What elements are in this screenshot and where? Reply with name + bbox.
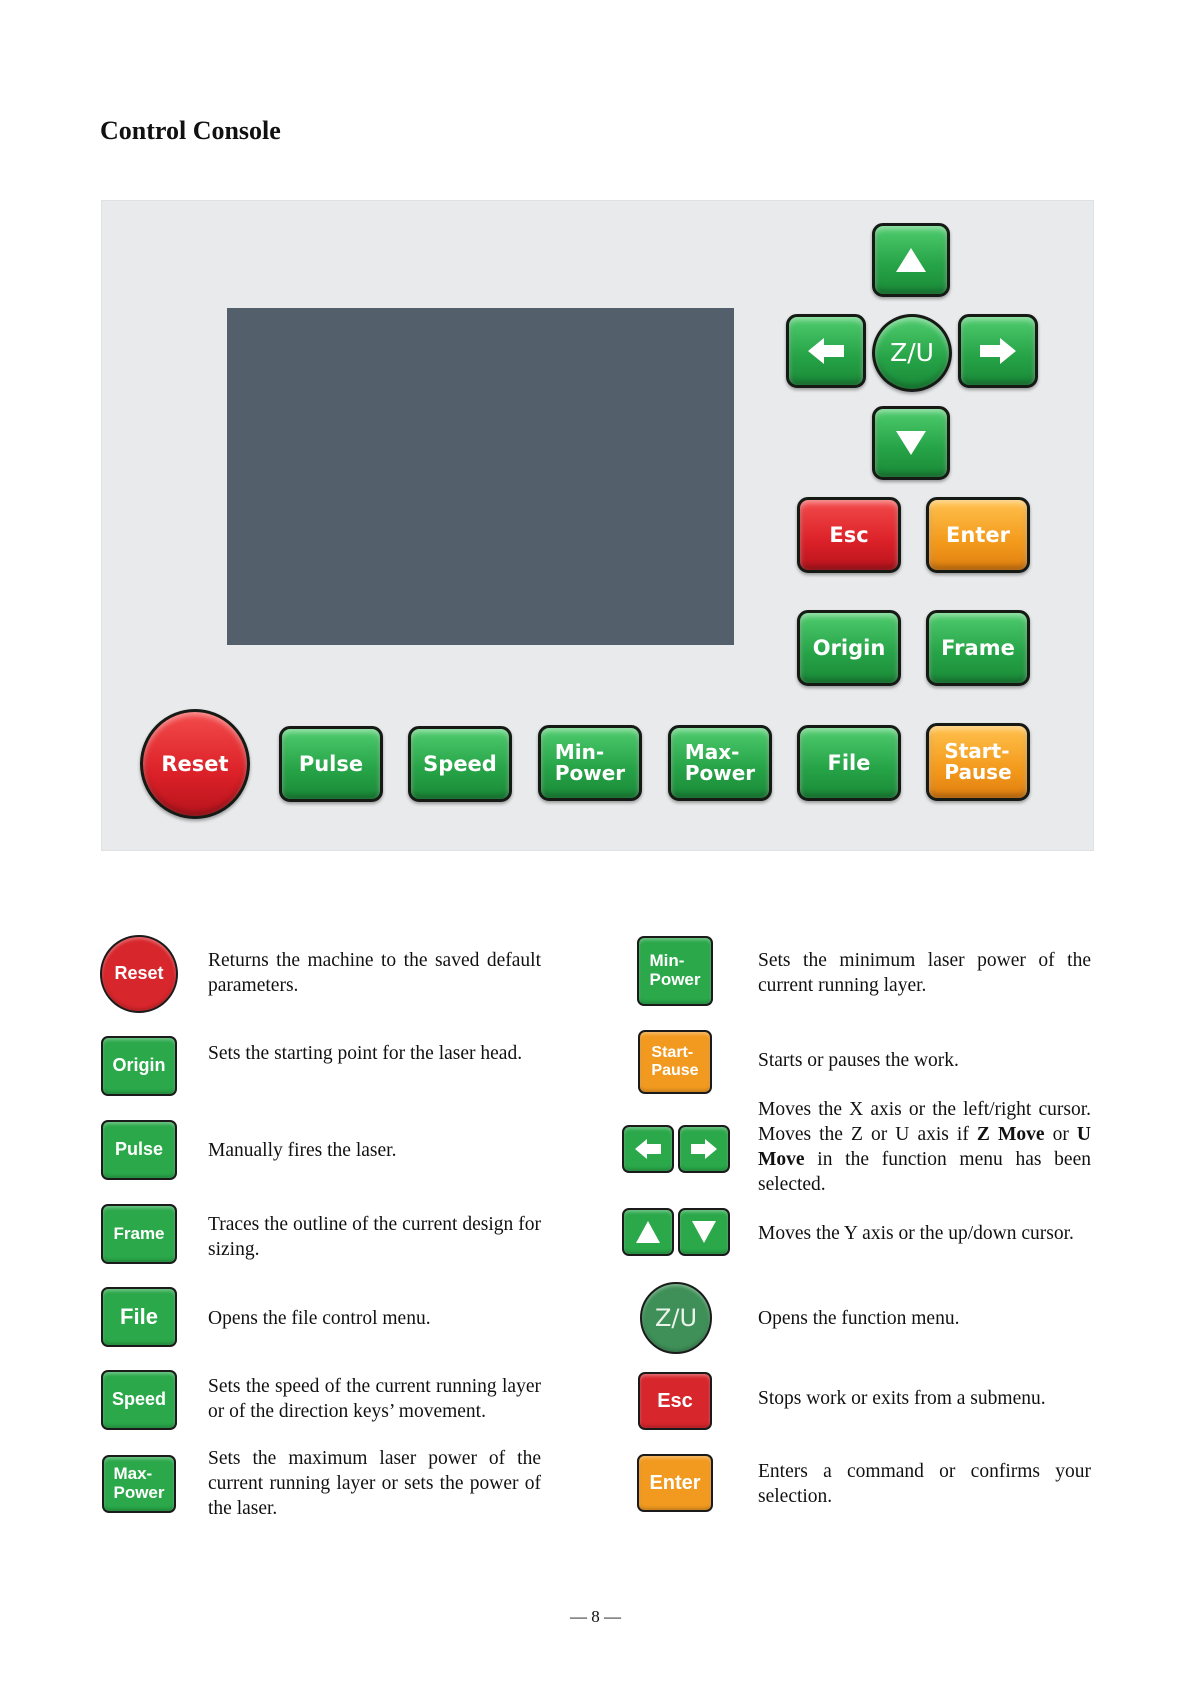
legend-button-label: Min- Power [649,952,700,989]
pulse-key-label: Pulse [298,751,364,776]
legend-file-description: Opens the file control menu. [208,1308,431,1329]
legend-down-arrow-button [678,1208,730,1256]
start-pause-key-line: Pause [944,760,1012,784]
legend-button-label: Esc [657,1390,693,1412]
control-console-panel: Z/U Esc Enter Origin Frame Reset Pulse S… [101,200,1094,851]
legend-max-power-button: Max- Power [102,1455,176,1513]
legend-button-label: File [120,1303,158,1329]
pulse-key[interactable]: Pulse [279,726,383,802]
esc-key-label: Esc [829,522,869,547]
legend-button-label: Max- Power [113,1465,164,1502]
enter-key[interactable]: Enter [926,497,1030,573]
legend-enter-button: Enter [637,1454,713,1512]
legend-button-line: Pause [651,1062,699,1079]
max-power-key-line: Max- [684,740,740,764]
description-text: in the function menu has been selected. [758,1149,1091,1195]
legend-up-arrow-button [622,1208,674,1256]
legend-origin-description: Sets the starting point for the laser he… [208,1043,523,1064]
file-key[interactable]: File [797,725,901,801]
legend-button-label: Reset [114,963,164,984]
legend-speed-button: Speed [101,1370,177,1430]
enter-key-label: Enter [946,522,1010,547]
legend-button-label: Origin [112,1055,166,1076]
reset-key[interactable]: Reset [140,709,250,819]
zu-key[interactable]: Z/U [872,314,952,392]
legend-reset-description: Returns the machine to the saved default… [208,950,541,996]
legend-file-button: File [101,1287,177,1347]
arrow-left-icon [808,338,844,364]
start-pause-key[interactable]: Start- Pause [926,723,1030,801]
legend-reset-button: Reset [100,935,178,1013]
legend-min-power-button: Min- Power [637,936,713,1006]
file-key-label: File [827,750,871,775]
legend-button-line: Max- [113,1464,153,1484]
legend-button-line: Power [113,1483,165,1502]
description-bold: U Move [758,1124,1092,1170]
frame-key[interactable]: Frame [926,610,1030,686]
legend-esc-description: Stops work or exits from a submenu. [758,1388,1046,1409]
min-power-key-label: Min- Power [555,742,625,784]
arrow-up-icon [896,248,926,272]
legend-button-label: Pulse [114,1139,164,1160]
lcd-screen [227,308,734,645]
max-power-key-line: Power [684,761,756,785]
legend-xz-arrows-description: Moves the X axis or the left/right curso… [758,1097,1091,1197]
origin-key[interactable]: Origin [797,610,901,686]
legend-right-arrow-button [678,1125,730,1173]
legend-y-arrows-description: Moves the Y axis or the up/down cursor. [758,1223,1074,1244]
legend-button-line: Min- [649,951,685,971]
origin-key-label: Origin [812,635,886,660]
legend-button-line: Power [649,970,701,989]
arrow-up-icon [636,1221,660,1243]
speed-key-label: Speed [423,751,497,776]
arrow-right-icon [691,1139,717,1159]
up-key[interactable] [872,223,950,297]
description-bold: Z Move [976,1124,1045,1145]
min-power-key[interactable]: Min- Power [538,725,642,801]
page-number: — 8 — [570,1607,621,1626]
zu-key-label: Z/U [890,337,934,367]
max-power-key-label: Max- Power [685,742,755,784]
left-key[interactable] [786,314,866,388]
description-text: or [1044,1124,1077,1145]
start-pause-key-line: Start- [944,739,1010,763]
esc-key[interactable]: Esc [797,497,901,573]
page-title: Control Console [100,116,281,145]
legend-zu-button: Z/U [640,1282,712,1354]
start-pause-key-label: Start- Pause [944,741,1011,783]
speed-key[interactable]: Speed [408,726,512,802]
legend-frame-description: Traces the outline of the current design… [208,1214,541,1260]
legend-speed-description: Sets the speed of the current running la… [208,1376,541,1422]
legend-esc-button: Esc [638,1372,712,1430]
min-power-key-line: Min- [554,740,605,764]
max-power-key[interactable]: Max- Power [668,725,772,801]
min-power-key-line: Power [554,761,626,785]
legend-frame-button: Frame [101,1204,177,1264]
arrow-down-icon [896,431,926,455]
down-key[interactable] [872,406,950,480]
arrow-left-icon [635,1139,661,1159]
legend-button-line: Start- [651,1044,694,1062]
legend-button-label: Enter [649,1472,701,1494]
legend-pulse-button: Pulse [101,1120,177,1180]
arrow-right-icon [980,338,1016,364]
description-text: Moves the X axis or the left/right curso… [758,1099,1091,1145]
legend-pulse-description: Manually fires the laser. [208,1140,397,1161]
legend-zu-description: Opens the function menu. [758,1308,960,1329]
legend-button-label: Start- Pause [651,1044,698,1079]
legend-origin-button: Origin [101,1036,177,1096]
frame-key-label: Frame [941,635,1015,660]
legend-min-power-description: Sets the minimum laser power of the curr… [758,950,1091,996]
legend-start-pause-description: Starts or pauses the work. [758,1050,959,1071]
reset-key-label: Reset [161,751,229,776]
legend-left-arrow-button [622,1125,674,1173]
legend-button-label: Frame [113,1223,165,1243]
right-key[interactable] [958,314,1038,388]
legend-button-label: Z/U [654,1303,698,1332]
legend-start-pause-button: Start- Pause [638,1030,712,1094]
legend-enter-description: Enters a command or confirms your select… [758,1461,1091,1507]
arrow-down-icon [692,1221,716,1243]
legend-max-power-description: Sets the maximum laser power of the curr… [208,1448,541,1519]
legend-button-label: Speed [111,1389,167,1410]
